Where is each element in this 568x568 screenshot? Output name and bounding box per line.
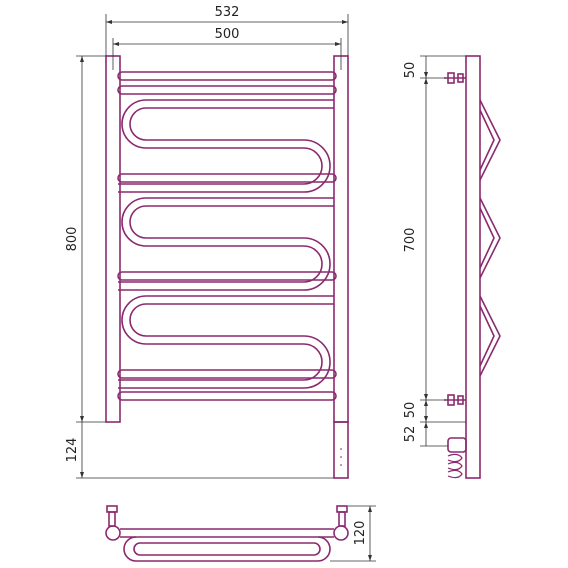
side-arm-1 bbox=[479, 99, 501, 181]
serpentine-section-1 bbox=[117, 99, 337, 193]
dim-inner-width: 500 bbox=[215, 27, 240, 42]
top-view bbox=[105, 505, 349, 562]
bottom-rung bbox=[117, 391, 337, 401]
top-rung-2 bbox=[117, 85, 337, 95]
side-dimensions bbox=[420, 55, 466, 447]
dim-height: 800 bbox=[65, 227, 80, 252]
dim-bottom-offset: 124 bbox=[65, 438, 80, 463]
front-view bbox=[105, 55, 349, 479]
side-vertical-tube bbox=[465, 55, 481, 479]
side-view bbox=[444, 55, 501, 479]
dim-depth: 120 bbox=[353, 521, 368, 546]
dim-overall-width: 532 bbox=[215, 5, 240, 20]
cable-spiral bbox=[447, 453, 463, 479]
side-dimension-arrows bbox=[424, 72, 428, 428]
front-dimensions bbox=[76, 14, 349, 479]
top-rung-1 bbox=[117, 71, 337, 81]
side-arm-2 bbox=[479, 197, 501, 279]
right-vertical-tube bbox=[333, 55, 349, 423]
top-view-dimensions bbox=[330, 505, 376, 562]
dim-connector-height: 52 bbox=[403, 426, 418, 443]
top-view-loop-inner bbox=[133, 542, 321, 556]
bottom-wall-bracket bbox=[444, 394, 466, 406]
side-connector bbox=[447, 437, 467, 453]
heating-element-housing bbox=[333, 421, 349, 479]
dim-top-mount: 50 bbox=[403, 62, 418, 79]
serpentine-section-3 bbox=[117, 295, 337, 389]
left-vertical-tube bbox=[105, 55, 121, 423]
serpentine-section-2 bbox=[117, 197, 337, 291]
dim-bottom-mount: 50 bbox=[403, 402, 418, 419]
side-arm-3 bbox=[479, 295, 501, 377]
top-view-right-cap bbox=[333, 525, 349, 541]
top-view-right-bracket bbox=[336, 505, 348, 527]
top-wall-bracket bbox=[444, 72, 466, 84]
top-view-loop-outer bbox=[123, 536, 331, 562]
front-dimension-arrows bbox=[80, 20, 348, 478]
top-view-left-cap bbox=[105, 525, 121, 541]
top-view-dimension-arrows bbox=[368, 506, 372, 561]
dim-mount-spacing: 700 bbox=[403, 228, 418, 253]
top-view-left-bracket bbox=[106, 505, 118, 527]
